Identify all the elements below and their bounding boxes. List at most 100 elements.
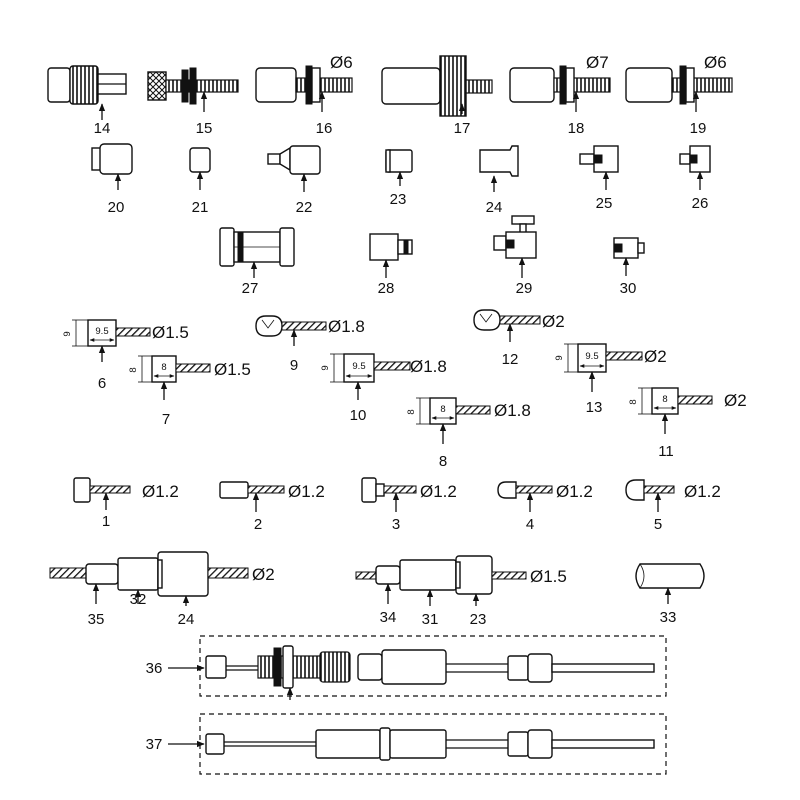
label-1: 1 <box>102 513 110 530</box>
dim-13-height: 9 <box>554 355 565 360</box>
label-28: 28 <box>378 280 395 297</box>
diameter-1: Ø1.2 <box>142 482 179 501</box>
part-29 <box>493 215 537 278</box>
label-17: 17 <box>454 120 471 137</box>
part-8 <box>416 397 491 444</box>
label-13: 13 <box>586 399 603 416</box>
label-2: 2 <box>254 516 262 533</box>
diameter-19: Ø6 <box>704 53 727 72</box>
diameter-9: Ø1.8 <box>328 317 365 336</box>
diameter-4: Ø1.2 <box>556 482 593 501</box>
part-11 <box>638 387 713 434</box>
label-33: 33 <box>660 609 677 626</box>
dim-6-height: 9 <box>62 331 73 336</box>
part-12 <box>473 309 541 342</box>
part-13 <box>564 343 643 392</box>
label-26: 26 <box>692 195 709 212</box>
diameter-34: Ø1.5 <box>530 567 567 586</box>
part-10 <box>330 353 411 400</box>
dim-7-height: 8 <box>128 367 139 372</box>
dim-11-height: 8 <box>628 399 639 404</box>
label-35: 35 <box>88 611 105 628</box>
label-23b: 23 <box>470 611 487 628</box>
label-21: 21 <box>192 199 209 216</box>
label-31: 31 <box>422 611 439 628</box>
label-3: 3 <box>392 516 400 533</box>
diameter-10: Ø1.8 <box>410 357 447 376</box>
label-9: 9 <box>290 357 298 374</box>
assembly-34-31-23 <box>355 555 527 606</box>
part-4 <box>497 481 553 512</box>
part-2 <box>219 481 285 512</box>
part-5 <box>625 479 675 512</box>
label-20: 20 <box>108 199 125 216</box>
label-37: 37 <box>146 736 163 753</box>
part-17 <box>381 55 493 117</box>
diameter-16: Ø6 <box>330 53 353 72</box>
diameter-13: Ø2 <box>644 347 667 366</box>
label-6: 6 <box>98 375 106 392</box>
part-15 <box>147 67 239 112</box>
diameter-2: Ø1.2 <box>288 482 325 501</box>
diameter-3: Ø1.2 <box>420 482 457 501</box>
dim-10-height: 9 <box>320 365 331 370</box>
part-23 <box>385 149 413 186</box>
part-26 <box>679 145 711 190</box>
part-6 <box>72 319 151 362</box>
part-33 <box>635 563 705 604</box>
label-34: 34 <box>380 609 397 626</box>
diameter-5: Ø1.2 <box>684 482 721 501</box>
label-18: 18 <box>568 120 585 137</box>
dim-7-width: 8 <box>161 362 166 373</box>
dim-10-width: 9.5 <box>352 361 365 372</box>
part-19 <box>625 65 733 112</box>
label-15: 15 <box>196 120 213 137</box>
label-11: 11 <box>658 443 674 460</box>
part-3 <box>361 477 417 512</box>
part-28 <box>369 233 413 278</box>
diameter-12: Ø2 <box>542 312 565 331</box>
diameter-18: Ø7 <box>586 53 609 72</box>
part-18 <box>509 65 611 112</box>
part-30 <box>613 237 645 276</box>
part-14 <box>47 65 127 120</box>
label-30: 30 <box>620 280 637 297</box>
assembly-35-32-24 <box>49 551 249 606</box>
part-22 <box>267 145 321 192</box>
label-19: 19 <box>690 120 707 137</box>
label-36: 36 <box>146 660 163 677</box>
dim-6-width: 9.5 <box>95 326 108 337</box>
diameter-6: Ø1.5 <box>152 323 189 342</box>
diameter-7: Ø1.5 <box>214 360 251 379</box>
cable-assembly-37 <box>168 713 667 775</box>
label-16: 16 <box>316 120 333 137</box>
cable-assembly-36 <box>168 635 667 700</box>
dim-13-width: 9.5 <box>585 351 598 362</box>
part-9 <box>255 315 327 346</box>
label-7: 7 <box>162 411 170 428</box>
part-7 <box>138 355 211 400</box>
diameter-8: Ø1.8 <box>494 401 531 420</box>
part-1 <box>73 477 131 510</box>
part-25 <box>579 145 619 190</box>
part-16 <box>255 65 353 112</box>
part-20 <box>91 143 133 190</box>
part-24 <box>479 145 519 192</box>
label-27: 27 <box>242 280 259 297</box>
diameter-35: Ø2 <box>252 565 275 584</box>
label-4: 4 <box>526 516 534 533</box>
label-32: 32 <box>130 591 147 608</box>
dim-11-width: 8 <box>662 394 667 405</box>
label-14: 14 <box>94 120 111 137</box>
label-22: 22 <box>296 199 313 216</box>
dim-8-height: 8 <box>406 409 417 414</box>
label-10: 10 <box>350 407 367 424</box>
label-8: 8 <box>439 453 447 470</box>
label-29: 29 <box>516 280 533 297</box>
part-27 <box>219 227 295 278</box>
label-24: 24 <box>486 199 503 216</box>
label-5: 5 <box>654 516 662 533</box>
label-25: 25 <box>596 195 613 212</box>
